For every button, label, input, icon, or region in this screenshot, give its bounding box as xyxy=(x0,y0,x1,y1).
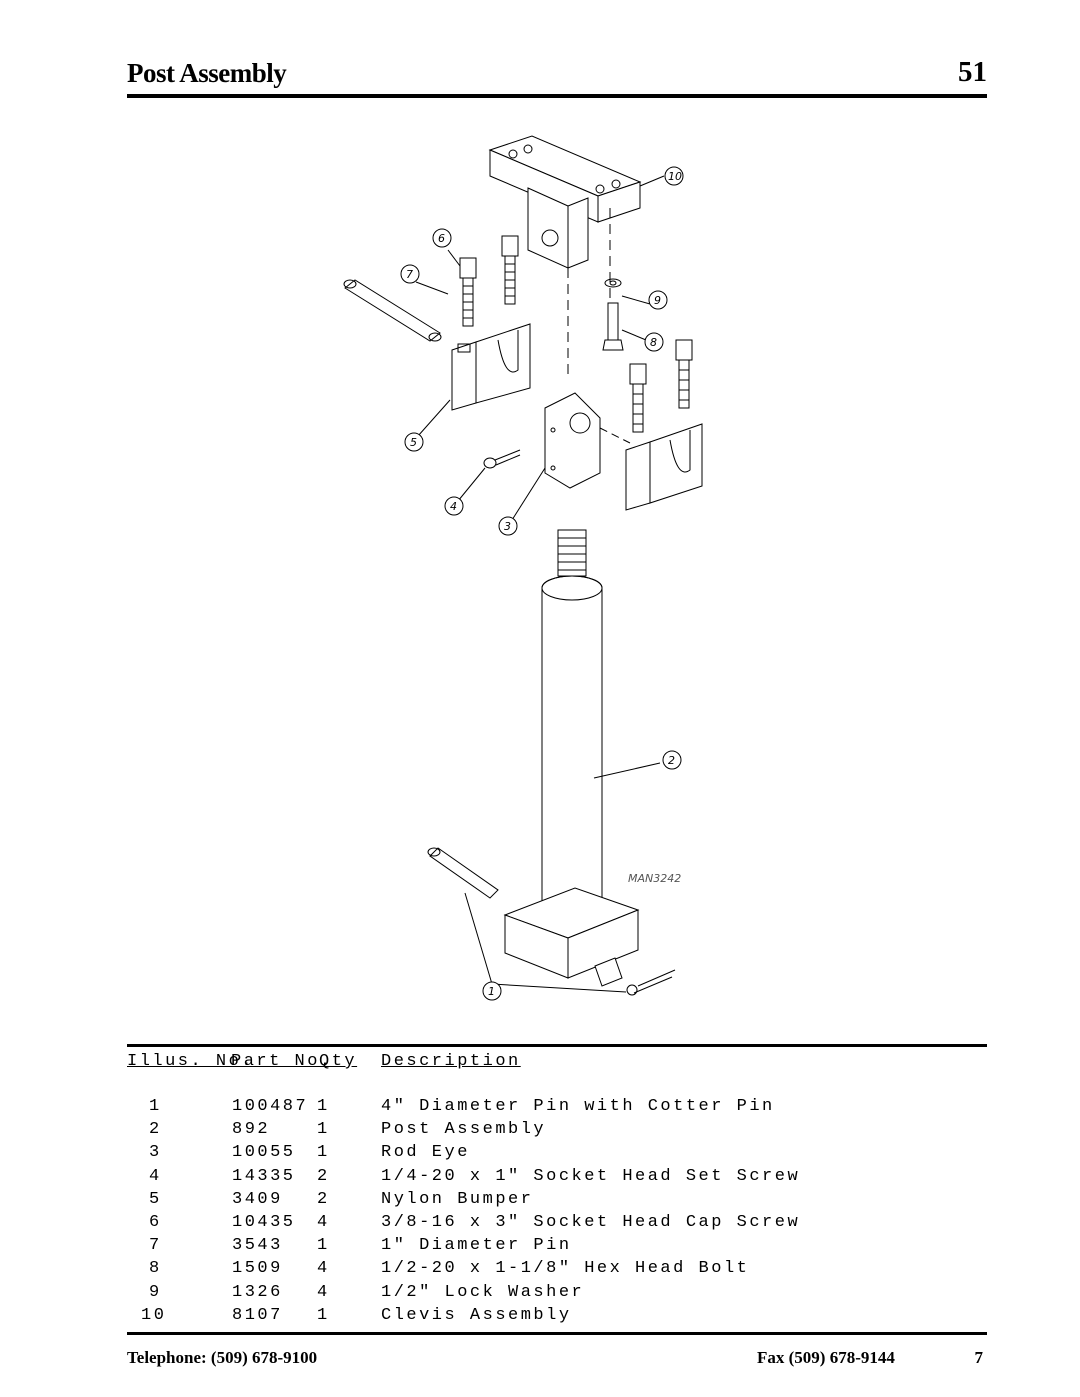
nylon-bumper-left xyxy=(451,323,531,411)
exploded-parts-diagram: 10 6 7 9 8 5 4 3 2 1 MAN3242 xyxy=(343,135,703,1001)
rod-eye xyxy=(544,392,631,489)
footer-page-number: 7 xyxy=(974,1348,984,1367)
screw-stack-left xyxy=(459,235,519,327)
screw-stack-right xyxy=(629,339,693,433)
qty: 1 xyxy=(317,1097,330,1116)
header-part-no: Part No. xyxy=(231,1052,333,1071)
illus-no: 4 xyxy=(149,1166,162,1186)
svg-text:7: 7 xyxy=(406,268,413,281)
table-row: 5 3409 2 Nylon Bumper xyxy=(127,1190,987,1213)
qty: 1 xyxy=(317,1305,330,1325)
top-rule xyxy=(127,94,987,98)
part-no: 3409 xyxy=(232,1189,283,1209)
part-no: 10055 xyxy=(232,1143,296,1163)
description: Post Assembly xyxy=(381,1120,547,1140)
drawing-id: MAN3242 xyxy=(628,872,681,885)
part-no: 3543 xyxy=(232,1236,283,1256)
qty: 1 xyxy=(317,1236,330,1256)
part-no: 10435 xyxy=(232,1212,296,1232)
qty: 2 xyxy=(317,1189,330,1209)
description: 1/2" Lock Washer xyxy=(381,1282,585,1302)
description: Clevis Assembly xyxy=(381,1305,572,1325)
pin-1 xyxy=(427,847,676,996)
clevis-assembly xyxy=(488,135,642,378)
table-row: 7 3543 1 1" Diameter Pin xyxy=(127,1236,987,1259)
description: 1/2-20 x 1-1/8" Hex Head Bolt xyxy=(381,1259,750,1279)
callout-leaders xyxy=(415,175,665,993)
footer-telephone: Telephone: (509) 678-9100 xyxy=(127,1348,318,1367)
svg-text:10: 10 xyxy=(668,170,682,183)
table-row: 6 10435 4 3/8-16 x 3" Socket Head Cap Screw xyxy=(127,1213,987,1236)
description: 3/8-16 x 3" Socket Head Cap Screw xyxy=(381,1212,801,1232)
part-no: 892 xyxy=(232,1120,271,1140)
table-row: 1 100487 1 4" Diameter Pin with Cotter Pin xyxy=(127,1097,987,1120)
svg-text:5: 5 xyxy=(410,436,417,449)
part-no: 1326 xyxy=(232,1282,283,1302)
header-qty: Qty xyxy=(319,1052,358,1071)
svg-text:1: 1 xyxy=(488,985,495,998)
header-description: Description xyxy=(381,1052,521,1071)
pin-7 xyxy=(343,279,442,342)
table-row: 4 14335 2 1/4-20 x 1" Socket Head Set Screw xyxy=(127,1167,987,1190)
set-screw-4 xyxy=(483,449,521,469)
part-no: 8107 xyxy=(232,1305,283,1325)
bolt-and-washer xyxy=(602,278,624,351)
qty: 1 xyxy=(317,1143,330,1163)
illus-no: 2 xyxy=(149,1120,162,1140)
svg-text:4: 4 xyxy=(450,500,457,513)
table-row: 10 8107 1 Clevis Assembly xyxy=(127,1306,987,1329)
description: 1/4-20 x 1" Socket Head Set Screw xyxy=(381,1166,801,1186)
illus-no: 1 xyxy=(149,1097,162,1116)
qty: 1 xyxy=(317,1120,330,1140)
table-row: 3 10055 1 Rod Eye xyxy=(127,1143,987,1166)
illus-no: 7 xyxy=(149,1236,162,1256)
description: Nylon Bumper xyxy=(381,1189,534,1209)
callout-balloons: 10 6 7 9 8 5 4 3 2 1 xyxy=(400,166,684,1001)
footer-rule xyxy=(127,1332,987,1335)
parts-table: Illus. No. Part No. Qty Description 1 100… xyxy=(127,1052,987,1325)
svg-text:2: 2 xyxy=(668,754,675,767)
post-base xyxy=(503,887,640,987)
svg-text:8: 8 xyxy=(650,336,657,349)
qty: 4 xyxy=(317,1282,330,1302)
part-no: 100487 xyxy=(232,1097,309,1116)
footer-fax: Fax (509) 678-9144 xyxy=(757,1348,895,1367)
illus-no: 5 xyxy=(149,1189,162,1209)
svg-text:9: 9 xyxy=(654,294,661,307)
description: 1" Diameter Pin xyxy=(381,1236,572,1256)
nylon-bumper-right xyxy=(625,423,703,511)
svg-text:6: 6 xyxy=(438,232,445,245)
header-illus-no: Illus. No. xyxy=(127,1052,255,1071)
page-title: Post Assembly xyxy=(127,58,287,88)
illus-no: 9 xyxy=(149,1282,162,1302)
table-top-rule xyxy=(127,1044,987,1047)
description: Rod Eye xyxy=(381,1143,470,1163)
table-row: 2 892 1 Post Assembly xyxy=(127,1120,987,1143)
illus-no: 8 xyxy=(149,1259,162,1279)
table-row: 8 1509 4 1/2-20 x 1-1/8" Hex Head Bolt xyxy=(127,1259,987,1282)
qty: 4 xyxy=(317,1212,330,1232)
table-row: 9 1326 4 1/2" Lock Washer xyxy=(127,1283,987,1306)
page-number: 51 xyxy=(958,56,987,88)
illus-no: 10 xyxy=(141,1305,167,1325)
qty: 2 xyxy=(317,1166,330,1186)
post-column xyxy=(541,529,661,908)
illus-no: 6 xyxy=(149,1212,162,1232)
description: 4" Diameter Pin with Cotter Pin xyxy=(381,1097,775,1116)
svg-text:3: 3 xyxy=(504,520,511,533)
qty: 4 xyxy=(317,1259,330,1279)
table-header: Illus. No. Part No. Qty Description xyxy=(127,1052,987,1078)
part-no: 1509 xyxy=(232,1259,283,1279)
illus-no: 3 xyxy=(149,1143,162,1163)
part-no: 14335 xyxy=(232,1166,296,1186)
